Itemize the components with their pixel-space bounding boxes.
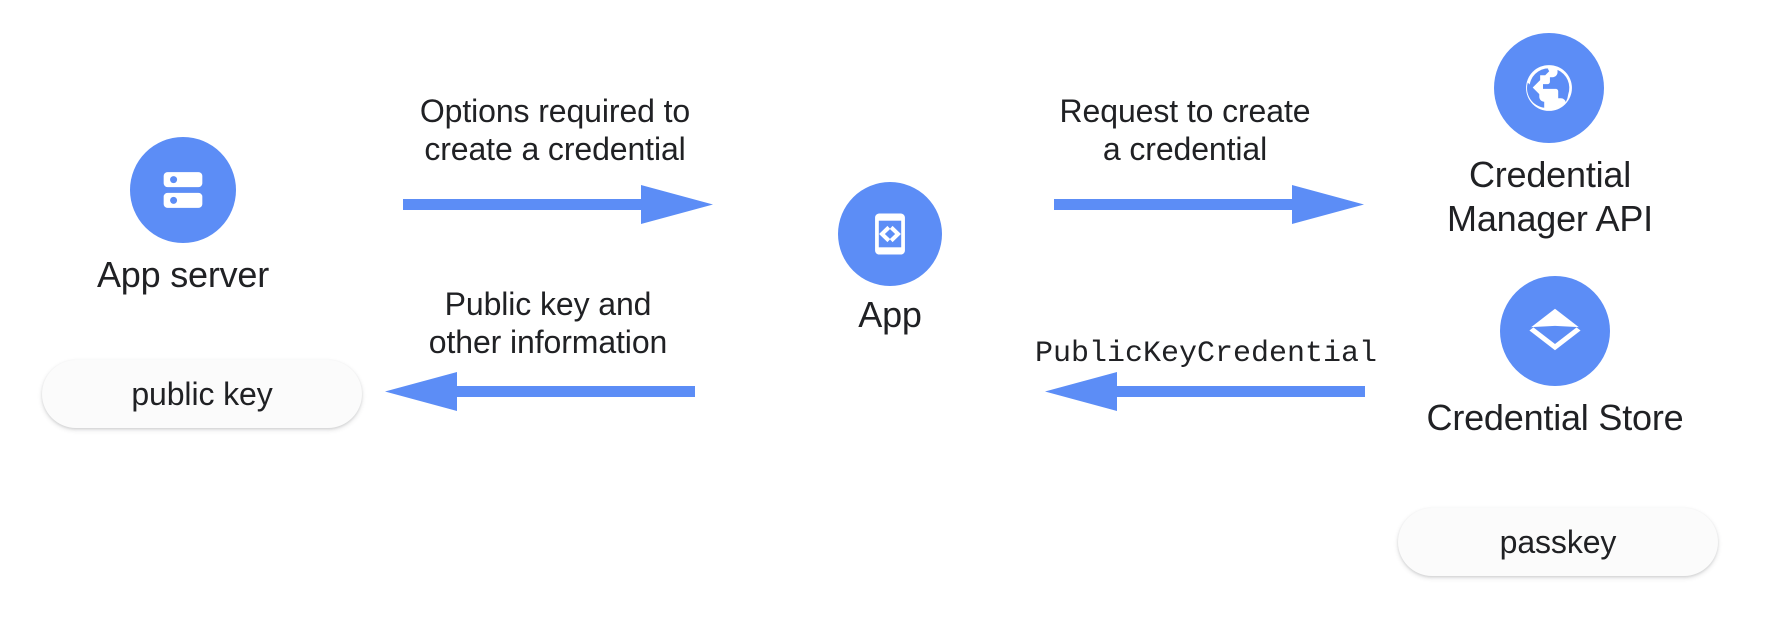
device-code-icon xyxy=(875,213,905,255)
server-icon xyxy=(163,172,203,208)
layers-icon xyxy=(1529,308,1581,354)
app-icon-circle xyxy=(838,182,942,286)
arrow-credential-store-to-app xyxy=(1045,372,1365,411)
credential-manager-api-label: Credential Manager API xyxy=(1447,154,1653,239)
credential-store-icon-circle xyxy=(1500,276,1610,386)
arrow-label-request-to-create: Request to create a credential xyxy=(1059,93,1311,167)
app-label: App xyxy=(858,294,922,335)
globe-public-icon xyxy=(1526,65,1572,111)
passkey-chip: passkey xyxy=(1398,508,1718,576)
app-server-label: App server xyxy=(96,254,270,295)
app-server-icon-circle xyxy=(130,137,236,243)
arrow-label-public-key-and-other-info: Public key and other information xyxy=(428,286,668,360)
credential-store-label: Credential Store xyxy=(1426,397,1684,438)
credential-manager-api-icon-circle xyxy=(1494,33,1604,143)
public-key-chip: public key xyxy=(42,360,362,428)
arrow-label-publickeycredential: PublicKeyCredential xyxy=(1034,337,1378,371)
arrow-server-to-app xyxy=(403,185,713,224)
arrow-label-options-required: Options required to create a credential xyxy=(419,93,691,167)
arrow-app-to-server xyxy=(385,372,695,411)
arrow-app-to-credential-manager xyxy=(1054,185,1364,224)
